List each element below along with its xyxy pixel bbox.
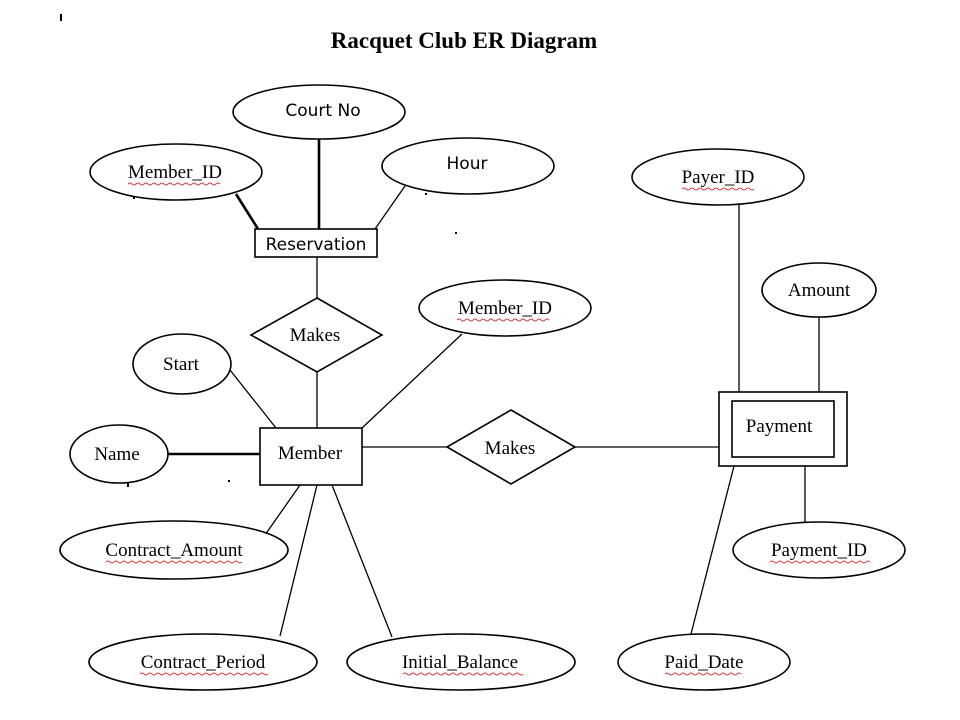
spellcheck-underline xyxy=(664,672,742,676)
spellcheck-underline xyxy=(127,182,221,186)
stray-mark xyxy=(127,482,129,487)
entity-payment[interactable]: Payment xyxy=(718,391,848,467)
connectors xyxy=(168,138,820,638)
entity-member[interactable]: Member xyxy=(259,427,363,486)
connector-start xyxy=(229,369,277,429)
stray-dot xyxy=(455,232,457,234)
attribute-hour-label: Hour xyxy=(447,154,488,174)
relationship-makes-reservation-label: Makes xyxy=(290,325,341,346)
attribute-initial-balance-label: Initial_Balance xyxy=(402,652,518,673)
attribute-member-id-label: Member_ID xyxy=(458,298,552,319)
attribute-start-label: Start xyxy=(163,354,200,375)
attribute-paid-date-label: Paid_Date xyxy=(664,652,743,673)
spellcheck-underline xyxy=(105,560,243,564)
spellcheck-underline xyxy=(139,672,269,676)
attribute-contract-period[interactable]: Contract_Period xyxy=(88,633,318,691)
attribute-payment-id[interactable]: Payment_ID xyxy=(732,521,906,579)
spellcheck-underline xyxy=(456,318,550,322)
connector-contract-amount xyxy=(264,484,301,536)
relationship-makes-payment[interactable]: Makes xyxy=(445,409,577,485)
stray-dot xyxy=(133,197,135,199)
attribute-payer-id-label: Payer_ID xyxy=(682,167,755,188)
attribute-payer-id[interactable]: Payer_ID xyxy=(631,148,805,206)
connector-contract-period xyxy=(279,484,318,637)
attribute-amount-label: Amount xyxy=(788,280,851,301)
attribute-contract-amount[interactable]: Contract_Amount xyxy=(59,520,289,580)
connector-reservation-member-id xyxy=(234,193,260,230)
attribute-name-label: Name xyxy=(94,444,139,465)
attribute-start[interactable]: Start xyxy=(132,333,232,395)
attribute-amount[interactable]: Amount xyxy=(761,262,877,318)
attribute-court-no[interactable]: Court No xyxy=(232,84,406,140)
stray-dot xyxy=(425,193,427,195)
attribute-reservation-member-id[interactable]: Member_ID xyxy=(89,143,263,201)
stray-dot xyxy=(228,480,230,482)
attribute-contract-period-label: Contract_Period xyxy=(141,652,266,673)
relationship-makes-reservation[interactable]: Makes xyxy=(249,297,384,373)
connector-paid-date xyxy=(690,465,735,635)
attribute-member-id[interactable]: Member_ID xyxy=(418,279,592,337)
spellcheck-underline xyxy=(769,560,871,564)
attribute-payment-id-label: Payment_ID xyxy=(771,540,867,561)
entity-reservation[interactable]: Reservation xyxy=(254,228,378,258)
attribute-hour[interactable]: Hour xyxy=(381,137,555,195)
spellcheck-underline xyxy=(681,187,755,191)
attribute-name[interactable]: Name xyxy=(69,424,169,484)
attribute-initial-balance[interactable]: Initial_Balance xyxy=(346,633,576,691)
entity-member-label: Member xyxy=(278,443,343,464)
connector-hour xyxy=(374,185,406,230)
attribute-contract-amount-label: Contract_Amount xyxy=(105,540,243,561)
entity-payment-label: Payment xyxy=(746,416,813,437)
entity-reservation-label: Reservation xyxy=(266,235,367,255)
spellcheck-underline xyxy=(402,672,524,676)
relationship-makes-payment-label: Makes xyxy=(485,438,536,459)
stray-mark xyxy=(60,14,62,21)
connector-member-id xyxy=(361,333,463,429)
attribute-court-no-label: Court No xyxy=(285,101,360,121)
attribute-paid-date[interactable]: Paid_Date xyxy=(617,633,791,691)
diagram-title: Racquet Club ER Diagram xyxy=(331,28,597,53)
connector-initial-balance xyxy=(331,484,393,638)
attribute-reservation-member-id-label: Member_ID xyxy=(128,162,222,183)
